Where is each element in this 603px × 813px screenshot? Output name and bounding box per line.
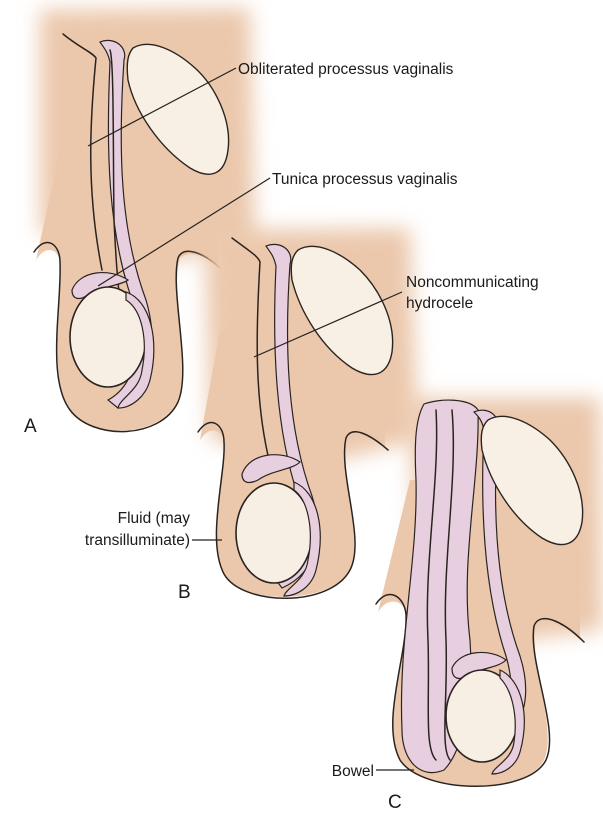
panel-b xyxy=(198,228,418,598)
label-obliterated-processus-vaginalis: Obliterated processus vaginalis xyxy=(238,61,454,78)
panel-label-a: A xyxy=(24,416,37,437)
label-fluid-line2: transilluminate) xyxy=(85,532,190,549)
label-noncommunicating-hydrocele-line1: Noncommunicating xyxy=(406,274,539,291)
label-tunica-processus-vaginalis: Tunica processus vaginalis xyxy=(272,171,458,188)
panel-label-b: B xyxy=(178,582,191,603)
panel-label-c: C xyxy=(388,792,402,813)
label-bowel: Bowel xyxy=(332,763,374,780)
label-fluid-line1: Fluid (may xyxy=(118,510,191,527)
panel-c xyxy=(376,398,603,786)
label-noncommunicating-hydrocele-line2: hydrocele xyxy=(406,295,473,312)
panel-b-testis xyxy=(236,483,312,583)
